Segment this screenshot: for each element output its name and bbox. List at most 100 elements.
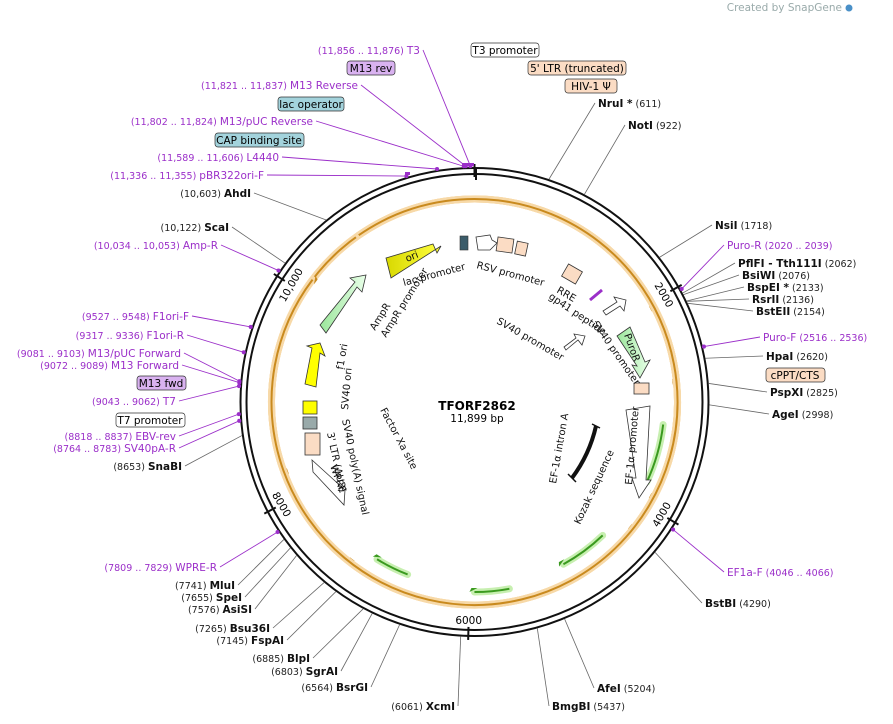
kozak-label: Kozak sequence bbox=[573, 448, 617, 526]
tick-label: 8000 bbox=[269, 490, 293, 519]
feature-arc bbox=[645, 424, 665, 483]
f1-ori-label: f1 ori bbox=[335, 343, 350, 371]
tick-label: 4000 bbox=[650, 500, 674, 529]
feature-arc bbox=[270, 198, 679, 606]
watermark-text: Created by SnapGene bbox=[727, 2, 842, 14]
primer-label: (11,856 .. 11,876) T3 bbox=[318, 45, 420, 57]
cppt-box bbox=[633, 382, 650, 395]
primer-label: (9527 .. 9548) F1ori-F bbox=[82, 311, 189, 323]
gray-box bbox=[302, 416, 318, 430]
enzyme-label: AgeI (2998) bbox=[772, 409, 833, 421]
ori-arrow bbox=[385, 243, 442, 279]
rsv-promoter-label: RSV promoter bbox=[475, 260, 546, 289]
tick-label: 6000 bbox=[455, 615, 482, 627]
enzyme-label: (7265) Bsu36I bbox=[195, 623, 270, 635]
hiv-label: HIV-1 Ψ bbox=[571, 81, 611, 93]
enzyme-label: NruI * (611) bbox=[598, 98, 661, 110]
feature-labels: lac promoter RSV promoter RRE gp41 pepti… bbox=[324, 260, 642, 526]
enzyme-label: AfeI (5204) bbox=[597, 683, 655, 695]
ef1a-intron-label: EF-1α intron A bbox=[548, 412, 571, 484]
primer-marks-top bbox=[405, 163, 477, 180]
primer-label: Puro-R (2020 .. 2039) bbox=[727, 240, 832, 252]
sv40-ori-label: SV40 ori bbox=[340, 367, 355, 410]
enzyme-label: (7741) MluI bbox=[175, 580, 235, 592]
m13-fwd-label: M13 fwd bbox=[139, 378, 184, 390]
primer-leader-lines bbox=[178, 49, 761, 573]
enzyme-label: HpaI (2620) bbox=[766, 351, 828, 363]
primer-label: Puro-F (2516 .. 2536) bbox=[763, 332, 867, 344]
primer-label: (10,034 .. 10,053) Amp-R bbox=[94, 240, 218, 252]
primer-label: EF1a-F (4046 .. 4066) bbox=[727, 567, 834, 579]
sv40-ori-box bbox=[302, 400, 318, 415]
ori-label: ori bbox=[404, 250, 420, 265]
primer-label: (8818 .. 8837) EBV-rev bbox=[64, 431, 176, 443]
enzyme-label: PspXI (2825) bbox=[770, 387, 838, 399]
ef1a-promoter-arrow bbox=[625, 405, 652, 499]
primer-label: (8764 .. 8783) SV40pA-R bbox=[53, 443, 176, 455]
enzyme-label: BstEII (2154) bbox=[756, 306, 825, 318]
rre-box bbox=[561, 263, 583, 285]
primer-label: (9317 .. 9336) F1ori-R bbox=[76, 330, 184, 342]
primer-label: (11,336 .. 11,355) pBR322ori-F bbox=[110, 170, 264, 182]
primer-label: (9072 .. 9089) M13 Forward bbox=[40, 360, 179, 372]
ltr5-box bbox=[495, 236, 515, 254]
enzyme-label: (6803) SgrAI bbox=[271, 666, 338, 678]
wpre-box bbox=[311, 459, 346, 506]
cppt-label: cPPT/CTS bbox=[771, 370, 820, 382]
leader-lines bbox=[184, 102, 770, 707]
ltr5-label: 5' LTR (truncated) bbox=[530, 63, 624, 75]
enzyme-label: (6061) XcmI bbox=[391, 701, 455, 713]
primer-label: (11,589 .. 11,606) L4440 bbox=[157, 152, 279, 164]
enzyme-label: (6885) BlpI bbox=[252, 653, 310, 665]
sv40-promoter-arrow-2 bbox=[563, 333, 586, 351]
ef1a-intron-arc bbox=[570, 425, 598, 480]
puror-arrow bbox=[616, 326, 651, 379]
enzyme-label: (7145) FspAI bbox=[216, 635, 284, 647]
snapgene-logo-icon bbox=[845, 4, 853, 12]
enzyme-label: (7576) AsiSI bbox=[188, 604, 252, 616]
feature-arc bbox=[580, 228, 655, 308]
primer-label: (9043 .. 9062) T7 bbox=[92, 396, 176, 408]
sv40-promoter-label-2: SV40 promoter bbox=[495, 316, 567, 364]
f1-ori-arrow bbox=[304, 342, 326, 388]
hiv-box bbox=[514, 240, 529, 257]
primer-label: (11,802 .. 11,824) M13/pUC Reverse bbox=[131, 116, 313, 128]
enzyme-label: BmgBI (5437) bbox=[552, 701, 625, 713]
enzyme-label: PflFI - Tth111I (2062) bbox=[738, 258, 856, 270]
feature-arc bbox=[562, 534, 604, 566]
enzyme-label: (8653) SnaBI bbox=[113, 461, 182, 473]
feature-arc bbox=[376, 558, 408, 576]
enzyme-label: (10,603) AhdI bbox=[180, 188, 251, 200]
lac-box bbox=[459, 235, 469, 251]
enzyme-label: (10,122) ScaI bbox=[161, 222, 229, 234]
t3-promoter-label: T3 promoter bbox=[471, 45, 538, 57]
m13-rev-label: M13 rev bbox=[350, 63, 393, 75]
enzyme-label: BspEI * (2133) bbox=[747, 282, 824, 294]
ltr3-box bbox=[304, 432, 321, 456]
primer-label: (7809 .. 7829) WPRE-R bbox=[104, 562, 217, 574]
enzyme-label: RsrII (2136) bbox=[752, 294, 814, 306]
feature-arcs bbox=[268, 195, 681, 609]
enzyme-label: NsiI (1718) bbox=[715, 220, 772, 232]
t7-promoter-label: T7 promoter bbox=[116, 415, 183, 427]
enzyme-label: NotI (922) bbox=[628, 120, 682, 132]
enzyme-label: BsiWI (2076) bbox=[742, 270, 810, 282]
boxed-labels: M13 rev lac operator CAP binding site M1… bbox=[115, 42, 826, 428]
enzyme-labels: NruI * (611) NotI (922) NsiI (1718) PflFI -… bbox=[113, 98, 856, 713]
ampr-arrow bbox=[319, 274, 367, 334]
gp41-mark bbox=[589, 288, 603, 302]
ruler-ticks bbox=[263, 164, 683, 640]
sv40-promoter-arrow-1 bbox=[602, 296, 627, 316]
enzyme-label: BstBI (4290) bbox=[705, 598, 771, 610]
plasmid-size: 11,899 bp bbox=[450, 413, 504, 425]
inner-features: ori bbox=[302, 234, 652, 506]
lac-operator-label: lac operator bbox=[279, 99, 343, 111]
cap-site-label: CAP binding site bbox=[216, 135, 302, 147]
factor-xa-label: Factor Xa site bbox=[377, 406, 419, 471]
rsv-promoter-arrow bbox=[475, 234, 498, 251]
primer-labels: (11,856 .. 11,876) T3 (11,821 .. 11,837) … bbox=[17, 45, 867, 579]
feature-arc bbox=[474, 587, 510, 594]
primer-label: (11,821 .. 11,837) M13 Reverse bbox=[201, 80, 358, 92]
enzyme-label: (7655) SpeI bbox=[181, 592, 242, 604]
